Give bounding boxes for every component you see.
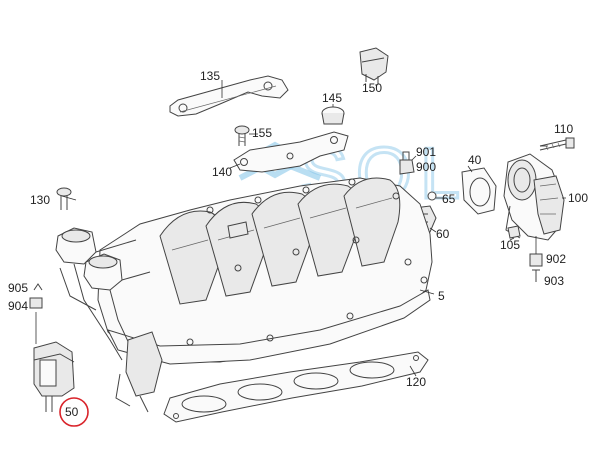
label-902: 902 bbox=[546, 252, 566, 266]
gasket-120 bbox=[163, 351, 429, 423]
label-120: 120 bbox=[406, 375, 426, 389]
connector-904 bbox=[29, 283, 43, 309]
sensor-150 bbox=[359, 47, 389, 84]
label-155: 155 bbox=[252, 126, 272, 140]
intake-manifold-5 bbox=[97, 177, 433, 365]
highlight-part-50[interactable]: 50 bbox=[59, 397, 89, 427]
label-60: 60 bbox=[436, 227, 450, 241]
cap-145 bbox=[321, 106, 345, 125]
bracket-140 bbox=[233, 131, 349, 173]
label-50: 50 bbox=[65, 405, 79, 419]
label-130: 130 bbox=[30, 193, 50, 207]
highlight-circle bbox=[59, 397, 89, 427]
label-65: 65 bbox=[442, 192, 456, 206]
label-150: 150 bbox=[362, 81, 382, 95]
connector-902 bbox=[529, 253, 543, 282]
label-140: 140 bbox=[212, 165, 232, 179]
label-145: 145 bbox=[322, 91, 342, 105]
leader-lines bbox=[35, 80, 566, 377]
vacuum-actuators bbox=[55, 227, 163, 413]
screw-110 bbox=[539, 137, 575, 151]
label-5: 5 bbox=[438, 289, 445, 303]
label-100: 100 bbox=[568, 191, 588, 205]
label-904: 904 bbox=[8, 299, 28, 313]
bolt-130 bbox=[56, 187, 72, 210]
bolt-155 bbox=[234, 125, 250, 146]
bracket-135 bbox=[169, 75, 289, 117]
label-105: 105 bbox=[500, 238, 520, 252]
label-901: 901 bbox=[416, 145, 436, 159]
part-labels: 135 150 145 155 110 901 900 40 140 100 1… bbox=[8, 69, 588, 389]
connector-900 bbox=[399, 151, 415, 175]
solenoid-valve-50 bbox=[33, 341, 75, 412]
label-110: 110 bbox=[554, 122, 573, 136]
label-903: 903 bbox=[544, 274, 564, 288]
label-900: 900 bbox=[416, 160, 436, 174]
throttle-body-100 bbox=[503, 153, 565, 241]
label-40: 40 bbox=[468, 153, 482, 167]
label-135: 135 bbox=[200, 69, 220, 83]
gasket-40 bbox=[461, 167, 497, 215]
clip-105 bbox=[507, 225, 521, 239]
label-905: 905 bbox=[8, 281, 28, 295]
